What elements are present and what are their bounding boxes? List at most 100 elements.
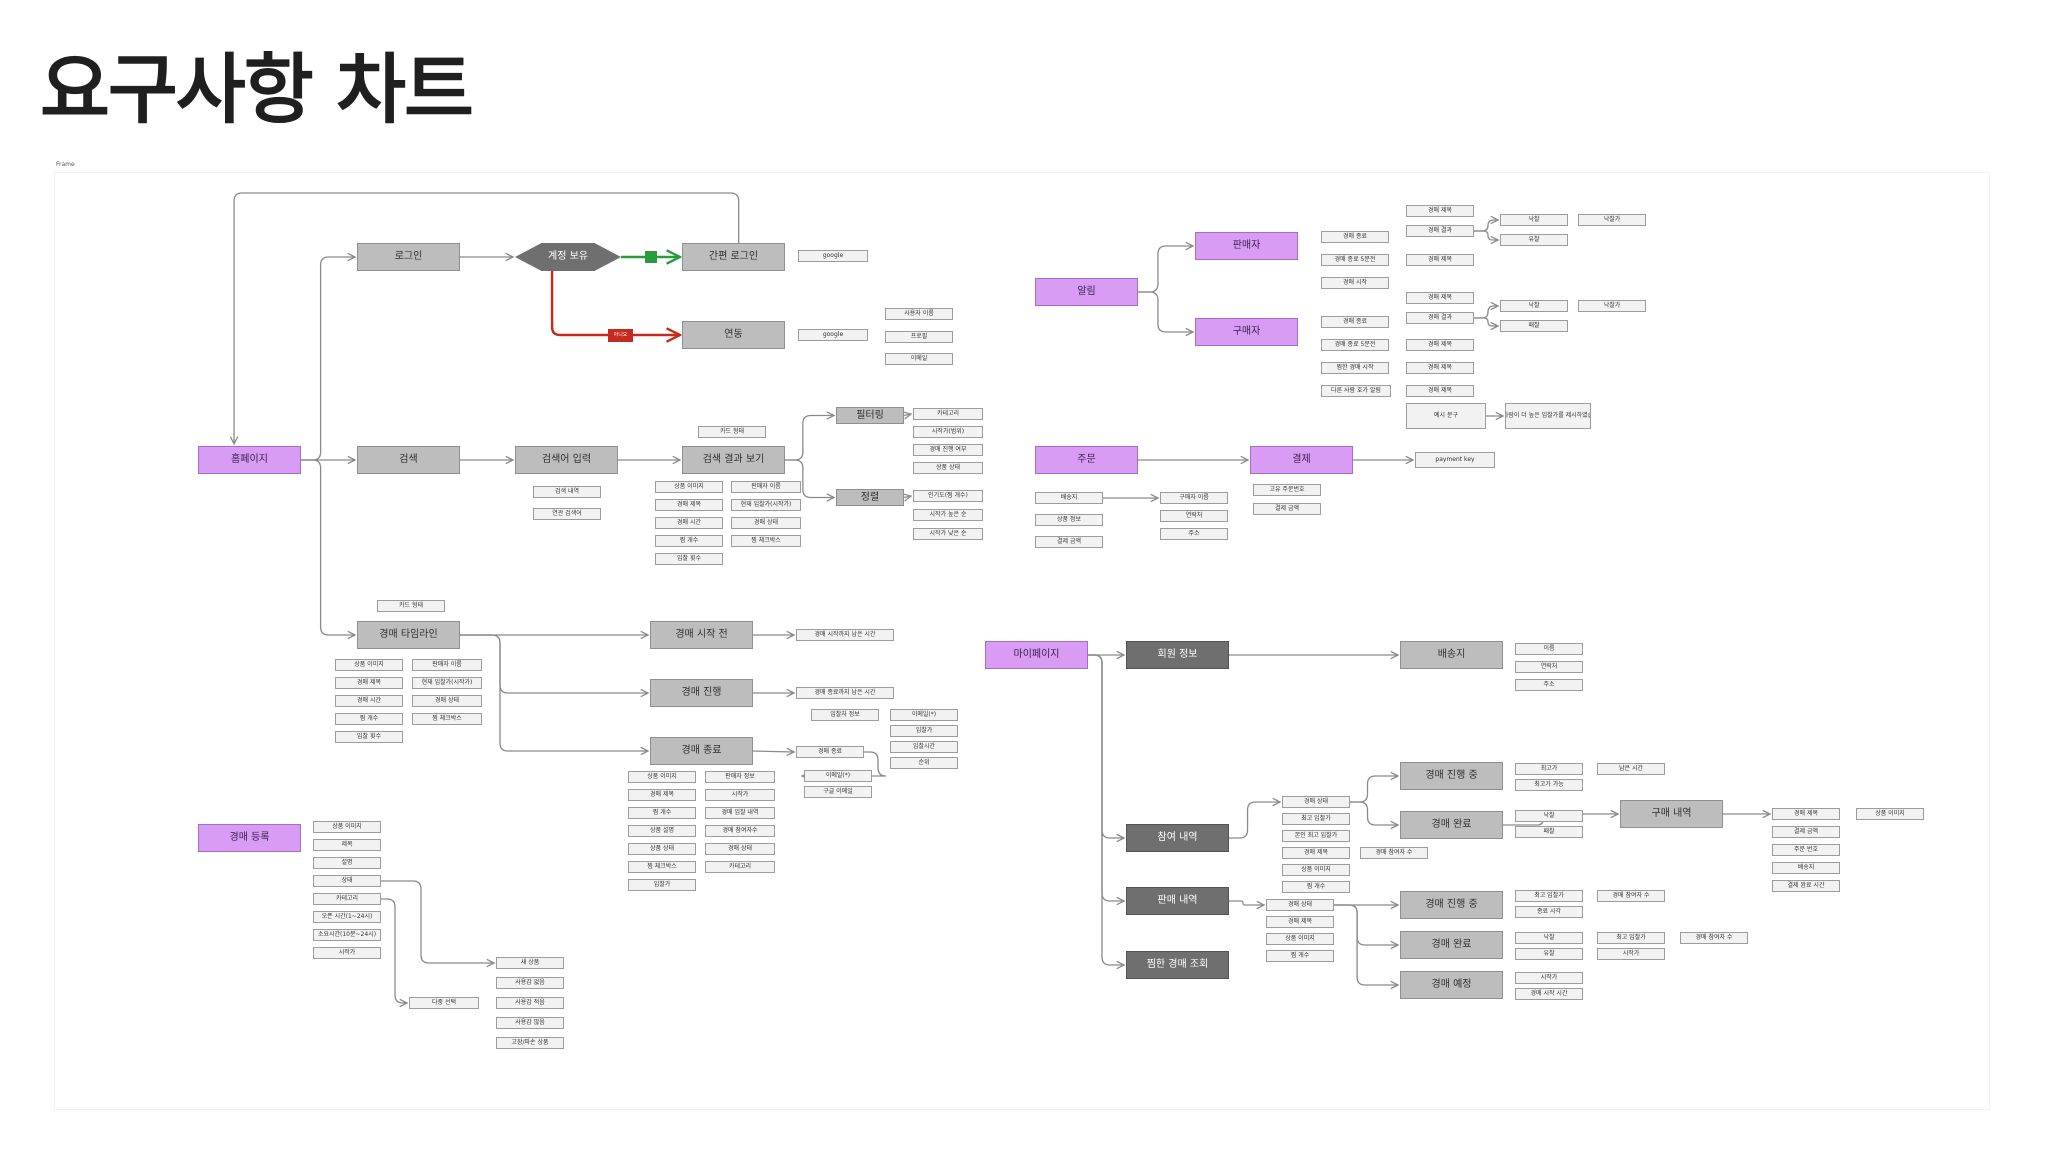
node-yes-tag <box>645 251 657 263</box>
node-order-contact: 연락처 <box>1160 510 1228 522</box>
node-bidder-bid: 입찰가 <box>890 725 958 737</box>
node-google1: google <box>798 250 868 262</box>
node-label: 경매 제목 <box>1428 387 1452 394</box>
node-alarm-seller: 판매자 <box>1195 232 1298 260</box>
node-link: 연동 <box>682 321 785 349</box>
node-sr-status: 경매 상태 <box>731 517 801 529</box>
node-label: 경매 시작 <box>1343 279 1367 286</box>
node-label: 현재 입찰가(시작가) <box>421 679 473 686</box>
node-ab-title4: 경매 제목 <box>1406 385 1474 397</box>
node-mi-address: 주소 <box>1515 679 1583 691</box>
node-label: 낙찰가 <box>1603 216 1621 223</box>
node-label: 경매 종료 5분전 <box>1334 256 1376 263</box>
node-label: 경매 시작까지 남은 시간 <box>814 631 876 638</box>
node-bidder-time: 입찰시간 <box>890 741 958 753</box>
node-label: 현재 입찰가(시작가) <box>740 501 792 508</box>
node-label: 배송지 <box>1060 494 1078 501</box>
node-label: 고장/파손 상품 <box>511 1039 549 1046</box>
node-label: 사용자 이름 <box>904 310 934 317</box>
decision-diamond-polygon <box>515 243 621 271</box>
node-label: 오픈 시간(1~24시) <box>321 913 373 920</box>
page-title: 요구사항 차트 <box>40 45 474 134</box>
node-label: 상품 이미지 <box>354 661 384 668</box>
node-end-likes: 찜 개수 <box>628 807 696 819</box>
node-label: 경매 종료 <box>1343 233 1367 240</box>
node-end-auction-end: 경매 종료 <box>796 746 864 758</box>
node-label: 검색어 입력 <box>541 454 592 465</box>
node-label: 경매 제목 <box>1428 341 1452 348</box>
node-label: 경매 참여자 수 <box>1375 849 1413 856</box>
node-reg-broken: 고장/파손 상품 <box>496 1037 564 1049</box>
node-label: 낙찰 <box>1543 934 1555 941</box>
node-link-email: 이메일 <box>885 353 953 365</box>
node-ph-price: 결제 금액 <box>1772 826 1840 838</box>
node-ab-won-price: 낙찰가 <box>1578 300 1646 312</box>
node-sip-participants: 경매 참여자 수 <box>1597 890 1665 902</box>
node-label: 경매 진행 중 <box>1425 899 1478 910</box>
node-end-title: 경매 제목 <box>628 789 696 801</box>
node-sip-start: 종료 시각 <box>1515 906 1583 918</box>
node-ab-end: 경매 종료 <box>1321 316 1389 328</box>
node-label: 유찰 <box>1543 950 1555 957</box>
node-p-in-progress: 경매 진행 중 <box>1400 762 1503 790</box>
node-pay-amount: 결제 금액 <box>1253 503 1321 515</box>
node-label: 예시 문구 <box>1434 412 1458 419</box>
node-before-start-remaining: 경매 시작까지 남은 시간 <box>796 629 894 641</box>
node-timeline: 경매 타임라인 <box>357 621 460 649</box>
node-ss-start-price: 시작가 <box>1515 972 1583 984</box>
node-order: 주문 <box>1035 446 1138 474</box>
node-label: 경매 완료 <box>1431 939 1472 950</box>
node-label: 이메일(*) <box>911 711 937 718</box>
node-end-image: 상품 이미지 <box>628 771 696 783</box>
node-label: 경매 참여자수 <box>722 827 758 834</box>
node-label: 배송지 <box>1437 649 1466 660</box>
node-p-likes: 찜 개수 <box>1282 881 1350 893</box>
node-register: 경매 등록 <box>198 824 301 852</box>
node-as-won: 낙찰 <box>1500 214 1568 226</box>
node-label: 경매 제목 <box>1304 849 1328 856</box>
node-label: 찜 개수 <box>679 537 699 544</box>
node-label: 찜 체크박스 <box>751 537 781 544</box>
node-label: 경매 입찰 내역 <box>721 809 759 816</box>
node-participation: 참여 내역 <box>1126 824 1229 852</box>
node-as-before-5m: 경매 종료 5분전 <box>1321 254 1389 266</box>
node-label: 경매 제목 <box>1428 207 1452 214</box>
node-label: 경매 상태 <box>1304 798 1328 805</box>
node-reg-image: 상품 이미지 <box>313 821 381 833</box>
node-card-type1: 카드 형태 <box>698 426 766 438</box>
node-label: 시작가 <box>731 791 749 798</box>
node-label: 경매 종료 <box>818 748 842 755</box>
node-sc-participants: 경매 참여자 수 <box>1680 932 1748 944</box>
node-label: 경매 진행 중 <box>1425 770 1478 781</box>
node-label: 경매 제목 <box>1794 810 1818 817</box>
node-label: 사용감 없음 <box>515 979 545 986</box>
node-ab-example-text: 다른 사람이 더 높은 입찰가를 제시하였습니다. <box>1505 403 1591 429</box>
node-label: 최고가 <box>1540 765 1558 772</box>
node-end-seller-info: 판매자 정보 <box>705 771 775 783</box>
node-label: 연관 검색어 <box>552 510 582 517</box>
node-ph-order-no: 주문 번호 <box>1772 844 1840 856</box>
node-label: 상품 정보 <box>1057 516 1081 523</box>
node-ab-title2: 경매 제목 <box>1406 339 1474 351</box>
node-label: 경매 상태 <box>435 697 459 704</box>
node-label: 구매 내역 <box>1651 808 1692 819</box>
node-ab-title1: 경매 제목 <box>1406 292 1474 304</box>
node-label: 회원 정보 <box>1157 649 1198 660</box>
node-sort-price-high: 시작가 높은 순 <box>913 509 983 521</box>
node-label: 프로필 <box>910 333 928 340</box>
node-label: 판매자 이름 <box>751 483 781 490</box>
node-no-tag: 아니오 <box>608 329 633 342</box>
node-label: 시작가 <box>1622 950 1640 957</box>
node-label: 검색 <box>399 454 418 465</box>
node-sr-likes: 찜 개수 <box>655 535 723 547</box>
node-label: 주문 <box>1077 454 1096 465</box>
node-label: 경매 등록 <box>229 832 270 843</box>
node-label: 경매 진행 <box>681 687 722 698</box>
node-label: 낙찰 <box>1543 812 1555 819</box>
node-card-type2: 카드 형태 <box>377 600 445 612</box>
node-label: 경매 결과 <box>1428 227 1452 234</box>
node-label: 경매 제목 <box>357 679 381 686</box>
node-filtering: 필터링 <box>836 407 904 424</box>
node-end-category: 카테고리 <box>705 861 775 873</box>
node-label: 경매 결과 <box>1428 314 1452 321</box>
